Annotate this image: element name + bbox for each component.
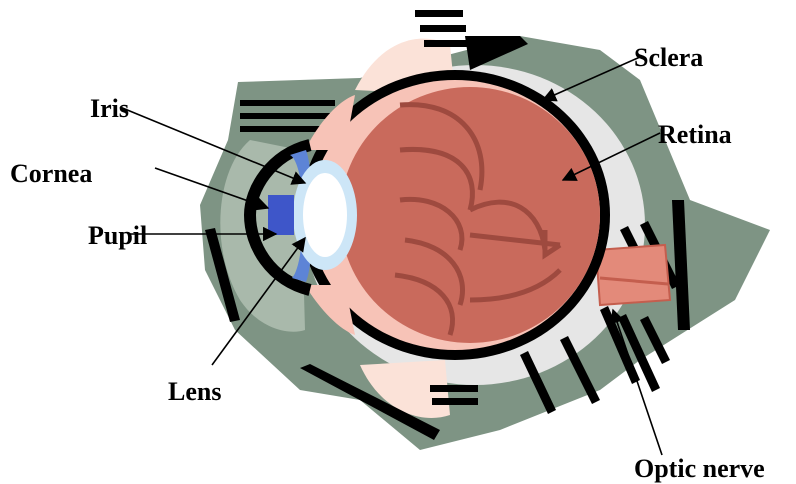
iris-label: Iris [90,94,129,123]
sclera-label: Sclera [634,43,703,72]
stripe [240,126,325,132]
lens-label: Lens [168,377,221,406]
stripe [240,100,335,106]
stripe [432,398,478,405]
retina-body [340,87,600,343]
optic-nerve-label: Optic nerve [634,454,765,483]
stripe [415,10,463,17]
stripe [420,25,466,32]
lens-body [303,173,347,257]
stripe [240,113,330,119]
cornea-label: Cornea [10,159,92,188]
retina-label: Retina [658,120,732,149]
pupil-label: Pupil [88,221,147,250]
optic-nerve [596,245,670,305]
pupil-shape [268,195,294,235]
stripe [424,40,468,47]
optic-nerve-shape [596,245,670,305]
stripe [430,385,478,392]
